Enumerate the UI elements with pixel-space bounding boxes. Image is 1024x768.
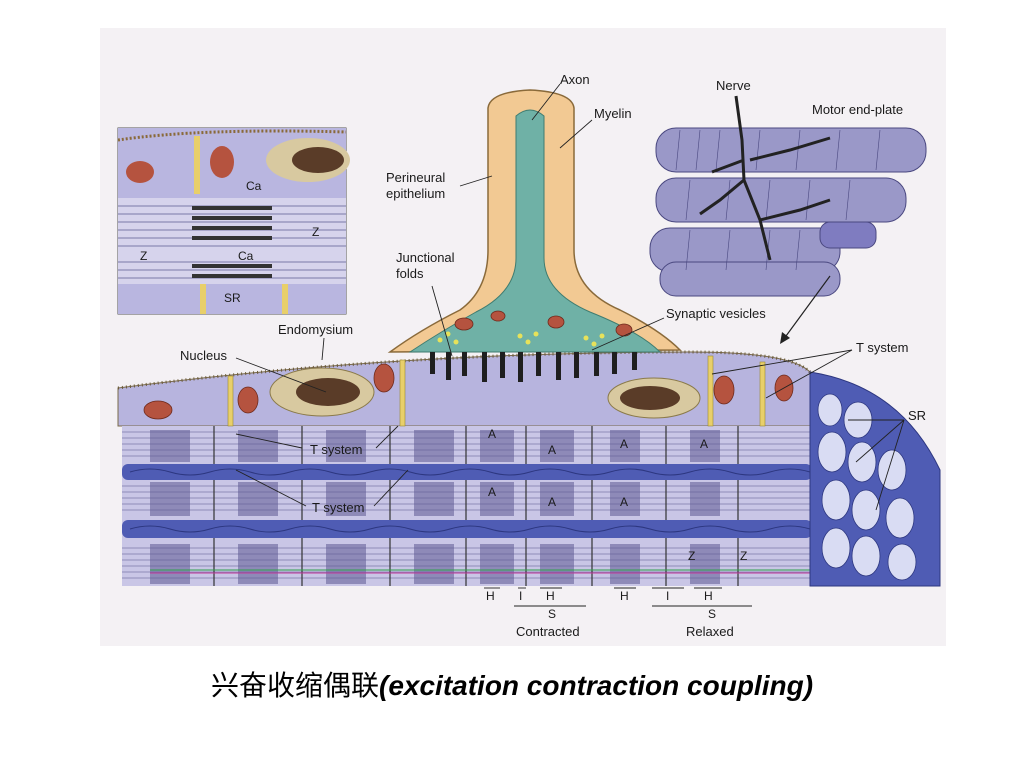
band-a-label: A: [548, 495, 556, 509]
motor-end-plate-label: Motor end-plate: [812, 102, 903, 117]
junctional-folds-label-line1: Junctional: [396, 250, 455, 265]
s-relaxed-label: S: [708, 607, 716, 621]
t-system-inner-label: T system: [312, 500, 365, 515]
band-a-label: A: [700, 437, 708, 451]
inset-ca-mid-label: Ca: [238, 249, 254, 263]
band-a-label: A: [488, 485, 496, 499]
muscle-fiber: A A A A A A A Z Z: [117, 350, 941, 587]
mitochondrion: [143, 400, 173, 420]
relaxed-label: Relaxed: [686, 624, 734, 639]
mitochondrion: [713, 375, 735, 405]
contracted-label: Contracted: [516, 624, 580, 639]
band-a-label: A: [620, 495, 628, 509]
band-a-label: A: [620, 437, 628, 451]
h-band-relaxed-label: H: [704, 589, 713, 603]
axon-label: Axon: [560, 72, 590, 87]
nerve-fiber: [699, 95, 831, 261]
s-contracted-label: S: [548, 607, 556, 621]
junctional-folds-label-line2: folds: [396, 266, 424, 281]
band-z-label: Z: [740, 549, 747, 563]
mitochondrion: [373, 363, 395, 393]
perineural-label-line2: epithelium: [386, 186, 445, 201]
nerve-label: Nerve: [716, 78, 751, 93]
diagram-labels: Axon Myelin Nerve Motor end-plate Perine…: [180, 72, 926, 515]
t-system-inner-label: T system: [310, 442, 363, 457]
inset-mitochondrion: [210, 146, 234, 178]
leader-lines: [235, 83, 905, 511]
h-band-contracted-label: H: [486, 589, 495, 603]
inset-ca-top-label: Ca: [246, 179, 262, 193]
h-band-contracted-label: H: [546, 589, 555, 603]
i-band-relaxed-label: I: [666, 589, 669, 603]
band-a-label: A: [548, 443, 556, 457]
myelin-label: Myelin: [594, 106, 632, 121]
mitochondrion: [237, 386, 259, 414]
endomysium-label: Endomysium: [278, 322, 353, 337]
h-band-relaxed-label: H: [620, 589, 629, 603]
caption-english: (excitation contraction coupling): [379, 670, 814, 701]
t-system-right-label: T system: [856, 340, 909, 355]
inset-z-left-label: Z: [140, 249, 147, 263]
neuromuscular-junction: [387, 89, 682, 382]
band-z-label: Z: [688, 549, 695, 563]
inset-z-right-label: Z: [312, 225, 319, 239]
caption-chinese: 兴奋收缩偶联: [210, 669, 379, 702]
motor-end-plate-illustration: [649, 95, 927, 344]
synaptic-vesicles-label: Synaptic vesicles: [666, 306, 766, 321]
perineural-label-line1: Perineural: [386, 170, 445, 185]
sr-right-label: SR: [908, 408, 926, 423]
sarcomere-state-key: H I H S Contracted H I H S Relaxed: [484, 587, 752, 639]
sarcoplasmic-reticulum-band: [122, 520, 812, 538]
inset-mitochondrion: [126, 161, 154, 183]
sarcoplasmic-reticulum-band: [122, 464, 812, 480]
band-a-label: A: [488, 427, 496, 441]
inset-sarcomere-detail: Ca Ca Z Z SR: [117, 127, 350, 315]
i-band-contracted-label: I: [519, 589, 522, 603]
inset-sr-label: SR: [224, 291, 241, 305]
nucleus-label: Nucleus: [180, 348, 227, 363]
slide-caption: 兴奋收缩偶联(excitation contraction coupling): [0, 664, 1024, 704]
